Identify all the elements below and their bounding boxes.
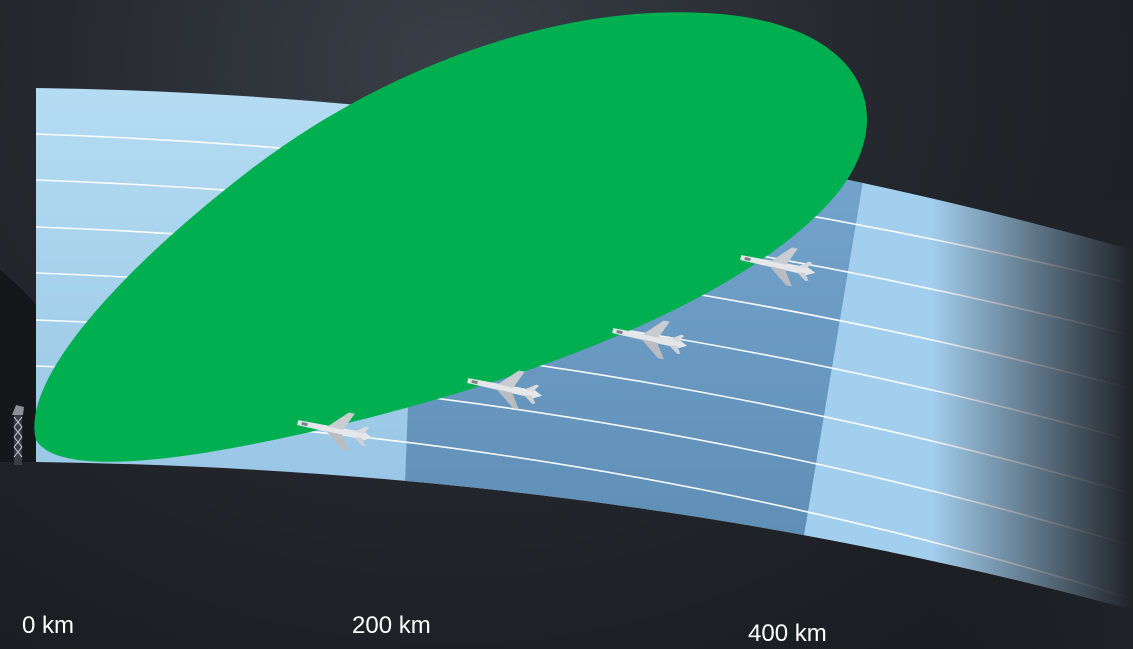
aircraft-group	[297, 247, 816, 452]
fighter-jet-icon	[297, 412, 373, 452]
distance-label-200: 200 km	[352, 612, 431, 639]
fighter-jet-icon	[740, 247, 816, 287]
fighter-jet-icon	[612, 320, 688, 360]
radar-coverage-lobe	[34, 12, 867, 462]
earth-curvature	[0, 270, 40, 462]
distance-label-0: 0 km	[22, 612, 75, 639]
distance-label-400: 400 km	[748, 620, 827, 647]
fighter-jet-icon	[467, 370, 543, 410]
radar-tower-icon	[12, 405, 24, 465]
edge-fade	[930, 200, 1133, 649]
